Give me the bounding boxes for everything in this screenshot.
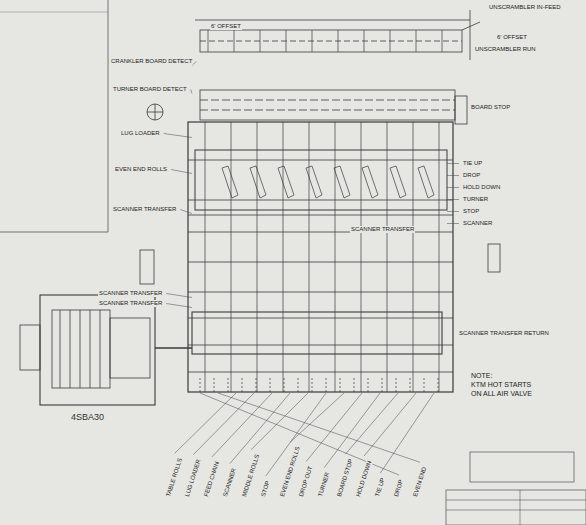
- callout-label: CRANKLER BOARD DETECT: [110, 58, 193, 65]
- callout-label: DROP OUT: [298, 464, 315, 498]
- leader-line: [290, 393, 344, 442]
- callout-label: LUG LOADER: [120, 130, 161, 137]
- callout-label: TIE UP: [462, 160, 483, 167]
- callout-label: 6' OFFSET: [496, 34, 528, 41]
- callout-label: MIDDLE ROLLS: [241, 453, 262, 499]
- leader-line: [447, 175, 459, 176]
- leader-line: [230, 393, 290, 464]
- leader-line: [447, 211, 459, 212]
- leader-line: [380, 393, 434, 473]
- callout-label: SCANNER: [462, 220, 493, 227]
- callout-label: BOARD STOP: [336, 457, 355, 498]
- callout-label: FEED CHAIN: [203, 460, 222, 499]
- leader-line: [324, 393, 380, 468]
- callout-label: EVEN END: [412, 465, 429, 498]
- leader-line: [251, 393, 308, 450]
- callout-label: TABLE ROLLS: [165, 457, 185, 499]
- leader-line: [191, 90, 192, 94]
- leader-line: [345, 393, 398, 454]
- leader-line: [174, 393, 236, 454]
- callout-label: STOP: [462, 208, 480, 215]
- leader-line: [166, 294, 192, 298]
- callout-label: HOLD DOWN: [355, 459, 374, 499]
- callout-label: EVEN END ROLLS: [114, 166, 168, 173]
- callout-label: TIE UP: [374, 476, 387, 498]
- callout-label: SCANNER TRANSFER: [98, 300, 163, 307]
- callout-label: 6' OFFSET: [210, 23, 242, 30]
- leader-line: [164, 134, 192, 138]
- callout-label: SCANNER: [222, 467, 238, 499]
- callout-label: 4SBA30: [70, 412, 105, 422]
- leader-line: [306, 393, 362, 461]
- callout-label: DROP: [393, 478, 406, 499]
- callout-label: TURNER: [317, 471, 332, 499]
- callout-label: SCANNER TRANSFER RETURN: [458, 330, 550, 337]
- callout-label: STOP: [260, 479, 272, 499]
- callout-label: HOLD DOWN: [462, 184, 501, 191]
- callout-label: DROP: [462, 172, 481, 179]
- callout-label: TURNER: [462, 196, 489, 203]
- leader-line: [364, 393, 416, 456]
- leader-line: [447, 163, 459, 164]
- callout-label: UNSCRAMBLER IN-FEED: [488, 4, 562, 11]
- callout-label: SCANNER TRANSFER: [112, 206, 177, 213]
- leader-line: [218, 393, 420, 462]
- leader-line: [171, 170, 192, 174]
- callout-label: UNSCRAMBLER RUN: [474, 46, 537, 53]
- leader-line: [180, 210, 192, 214]
- callout-label: SCANNER TRANSFER: [98, 290, 163, 297]
- leader-line: [166, 304, 192, 308]
- callout-label: BOARD STOP: [470, 104, 511, 111]
- callout-label: SCANNER TRANSFER: [350, 226, 415, 233]
- callout-label: TURNER BOARD DETECT: [112, 86, 188, 93]
- leader-line: [447, 187, 459, 188]
- leader-line: [447, 199, 459, 200]
- callout-label: LUG LOADER: [184, 458, 203, 499]
- leader-line: [447, 223, 459, 224]
- callout-label: KTM HOT STARTS: [470, 381, 532, 389]
- callout-label: NOTE:: [470, 372, 493, 380]
- callout-label: ON ALL AIR VALVE: [470, 390, 533, 398]
